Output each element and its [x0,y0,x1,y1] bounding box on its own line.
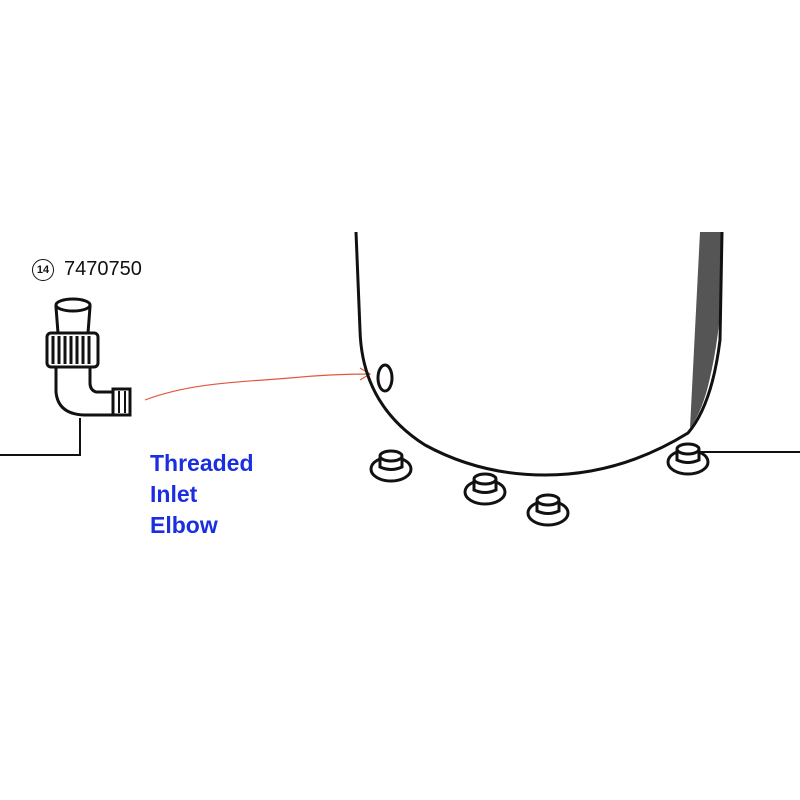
tank-foot [463,472,507,506]
tank-foot [369,449,413,483]
tank-outline [354,231,724,477]
part-number-label: 14 7470750 [32,258,142,281]
inlet-elbow-illustration [45,297,132,417]
left-base-line [0,418,81,456]
item-index-marker: 14 [32,258,54,281]
caption-line-3: Elbow [150,512,218,538]
caption-line-2: Inlet [150,481,198,507]
caption-line-1: Threaded [150,450,254,476]
tank-illustration [354,231,724,477]
inlet-hole [376,363,394,393]
tank-foot [666,442,710,476]
pointer-arrow [144,367,372,401]
part-number: 7470750 [64,258,142,280]
tank-foot [526,493,570,527]
part-caption: Threaded Inlet Elbow [150,448,254,541]
